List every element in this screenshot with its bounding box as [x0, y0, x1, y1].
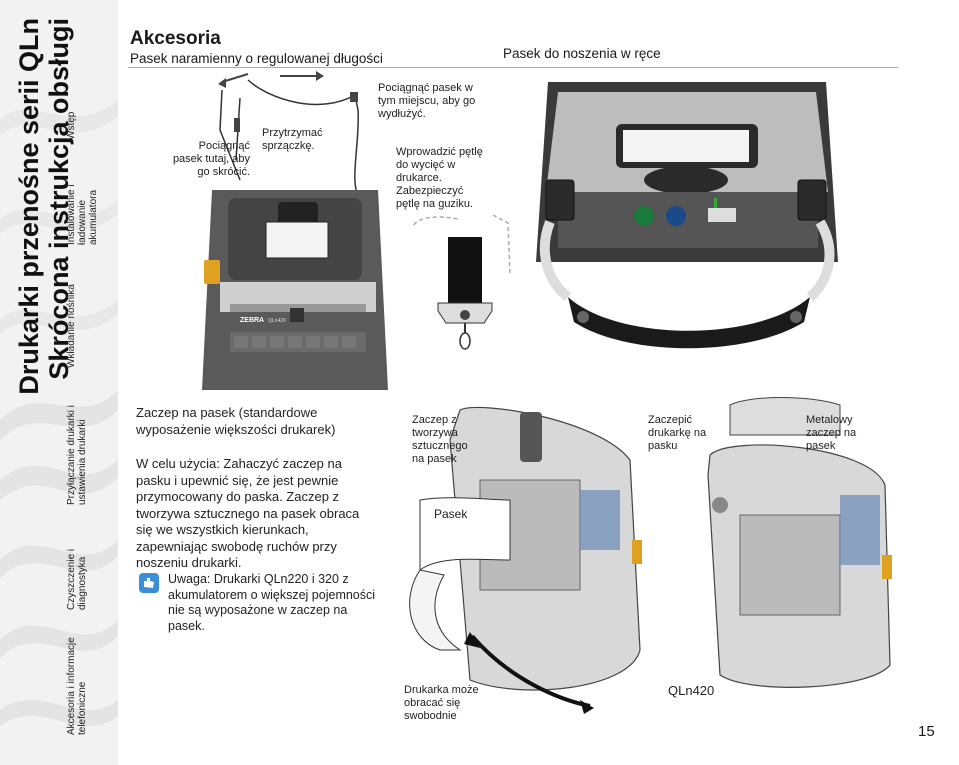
- belt-clip-heading: Zaczep na pasek (standardowe wyposażenie…: [136, 405, 336, 437]
- note-hand-icon: [139, 573, 159, 593]
- page-number: 15: [918, 723, 935, 740]
- label-hold-buckle: Przytrzymać sprzączkę.: [262, 127, 323, 152]
- belt-clip-note: Uwaga: Drukarki QLn220 i 320 z akumulato…: [168, 572, 376, 633]
- printer-model-label: QLn420: [268, 318, 286, 324]
- sidebar-item-accessories[interactable]: Akcesoria i informacje telefoniczne: [66, 637, 88, 735]
- metal-belt-clip-illustration: [707, 397, 892, 688]
- label-pull-shorten: Pociągnąć pasek tutaj, aby go skrócić.: [172, 140, 250, 178]
- label-pull-lengthen: Pociągnąć pasek w tym miejscu, aby go wy…: [378, 82, 476, 120]
- sidebar-item-cleaning[interactable]: Czyszczenie i diagnostyka: [66, 548, 88, 610]
- subtitle-shoulder-strap: Pasek naramienny o regulowanej długości: [130, 51, 383, 66]
- page-title: Akcesoria: [130, 28, 221, 49]
- subtitle-hand-strap: Pasek do noszenia w ręce: [503, 46, 661, 61]
- label-attach-to-belt: Zaczepić drukarkę na pasku: [648, 414, 707, 452]
- strap-loop-detail-illustration: [413, 215, 511, 350]
- model-caption: QLn420: [668, 683, 715, 698]
- label-metal-clip: Metalowy zaczep na pasek: [806, 414, 857, 452]
- sidebar-item-battery[interactable]: Instalowanie i ładowanie akumulatora: [66, 184, 99, 245]
- sidebar-item-intro[interactable]: Wstęp: [66, 111, 77, 140]
- printer-brand-label: ZEBRA: [240, 317, 264, 324]
- sidebar-title-line1: Drukarki przenośne serii QLn: [14, 18, 44, 395]
- label-rotate-freely: Drukarka może obracać się swobodnie: [404, 684, 479, 722]
- plastic-belt-clip-illustration: [409, 406, 642, 714]
- sidebar: Drukarki przenośne serii QLn Skrócona in…: [0, 0, 118, 765]
- label-belt: Pasek: [434, 507, 468, 521]
- label-insert-loop: Wprowadzić pętlę do wycięć w drukarce. Z…: [396, 146, 483, 210]
- sidebar-item-connect[interactable]: Przyłączanie drukarki i ustawienia druka…: [66, 404, 88, 505]
- shoulder-strap-printer-illustration: ZEBRA QLn420: [202, 71, 388, 390]
- sidebar-item-media[interactable]: Wkładanie nośnika: [66, 284, 77, 368]
- hand-strap-printer-illustration: [536, 82, 838, 349]
- label-plastic-clip: Zaczep z tworzywa sztucznego na pasek: [412, 414, 468, 465]
- zebra-stripe-background: [0, 100, 118, 726]
- header-divider: [128, 67, 898, 68]
- belt-clip-usage: W celu użycia: Zahaczyć zaczep na pasku …: [136, 456, 360, 570]
